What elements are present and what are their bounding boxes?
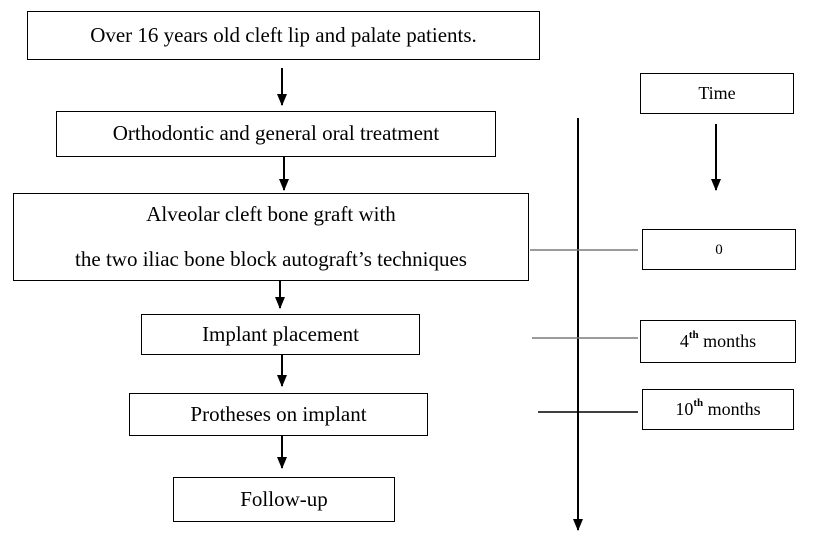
time-10-months-box: 10th months xyxy=(642,389,794,430)
step-patients-box: Over 16 years old cleft lip and palate p… xyxy=(27,11,540,60)
step-implant-placement-label: Implant placement xyxy=(202,321,359,346)
time-header-box: Time xyxy=(640,73,794,114)
step-protheses-box: Protheses on implant xyxy=(129,393,428,436)
step-bone-graft-box: Alveolar cleft bone graft with the two i… xyxy=(13,193,529,281)
time-10-months-unit: months xyxy=(703,398,761,419)
time-header-label: Time xyxy=(698,82,736,103)
step-follow-up-box: Follow-up xyxy=(173,477,395,522)
time-zero-label: 0 xyxy=(715,241,723,258)
step-protheses-label: Protheses on implant xyxy=(190,401,367,426)
time-zero-box: 0 xyxy=(642,229,796,270)
step-bone-graft-label-line2: the two iliac bone block autograft’s tec… xyxy=(75,247,467,271)
time-10-months-suffix: th xyxy=(693,396,704,409)
step-implant-placement-box: Implant placement xyxy=(141,314,420,355)
step-bone-graft-label-line1: Alveolar cleft bone graft with xyxy=(146,201,396,226)
time-10-months-label: 10th months xyxy=(675,396,761,421)
time-4-months-box: 4th months xyxy=(640,320,796,363)
step-patients-label: Over 16 years old cleft lip and palate p… xyxy=(90,22,477,47)
time-4-months-suffix: th xyxy=(688,328,699,341)
time-4-months-unit: months xyxy=(698,330,757,351)
time-4-months-number: 4 xyxy=(679,330,689,351)
step-follow-up-label: Follow-up xyxy=(240,486,328,511)
step-orthodontic-box: Orthodontic and general oral treatment xyxy=(56,111,496,157)
time-4-months-label: 4th months xyxy=(679,328,757,353)
step-orthodontic-label: Orthodontic and general oral treatment xyxy=(112,121,440,146)
time-10-months-number: 10 xyxy=(675,398,694,419)
